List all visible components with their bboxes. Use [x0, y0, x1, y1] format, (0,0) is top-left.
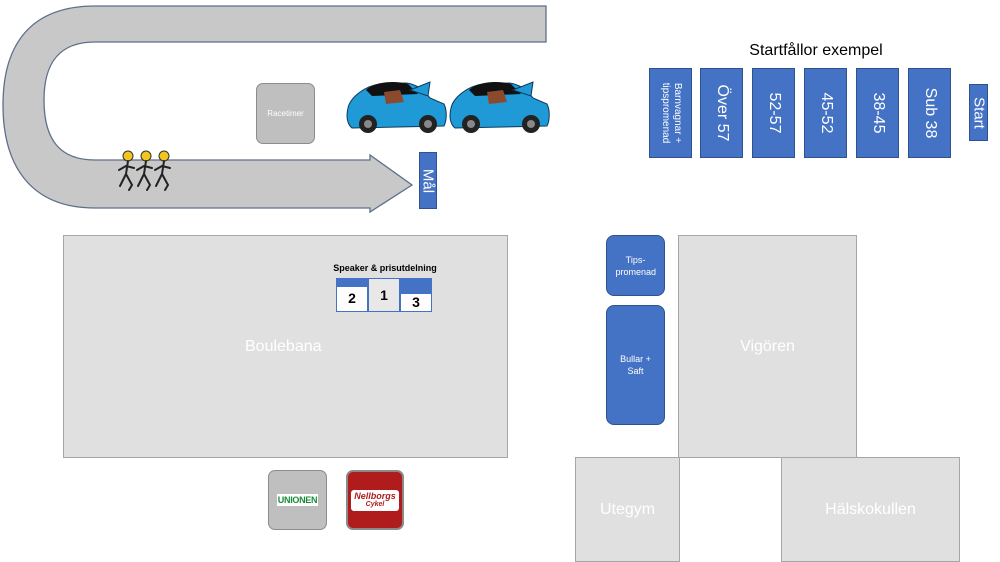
nellborgs-logo-subtext: Cykel — [365, 500, 385, 508]
racetimer-label: Racetimer — [267, 109, 304, 118]
tipspromenad-label: Tips-promenad — [615, 254, 657, 277]
podium-place-2 — [336, 278, 368, 312]
podium-place-3 — [400, 278, 432, 312]
car-icon — [449, 81, 550, 133]
runners-icon — [118, 150, 171, 191]
start-pen: 38-45 — [856, 68, 899, 158]
boulebana-area: Boulebana — [63, 235, 508, 458]
start-pen-label: 38-45 — [869, 92, 887, 134]
halskokullen-area: Hälskokullen — [781, 457, 960, 562]
start-label: Start — [970, 96, 987, 129]
podium-place-2-label: 2 — [348, 290, 356, 306]
nellborgs-logo: Nellborgs Cykel — [346, 470, 404, 530]
start-sign: Start — [969, 84, 988, 141]
tipspromenad-station: Tips-promenad — [606, 235, 665, 296]
car-icon — [346, 81, 447, 133]
unionen-logo-text: UNIONEN — [276, 494, 319, 506]
podium-place-3-label: 3 — [412, 294, 420, 310]
racetimer-box: Racetimer — [256, 83, 315, 144]
podium-place-1-label: 1 — [380, 287, 388, 303]
start-pens-title: Startfållor exempel — [749, 42, 883, 59]
podium-place-1 — [368, 278, 400, 312]
unionen-logo: UNIONEN — [268, 470, 327, 530]
podium-title: Speaker & prisutdelning — [333, 263, 437, 273]
finish-sign: Mål — [419, 152, 437, 209]
nellborgs-logo-text: Nellborgs — [354, 490, 396, 501]
podium: 2 1 3 — [336, 278, 432, 312]
vigoren-label: Vigören — [740, 338, 795, 355]
start-pen-label: Över 57 — [713, 84, 731, 142]
start-pen: Sub 38 — [908, 68, 951, 158]
start-pen-label: Barnvagnar + tipspromenad — [659, 82, 683, 144]
bullar-saft-station: Bullar + Saft — [606, 305, 665, 425]
halskokullen-label: Hälskokullen — [825, 501, 916, 518]
start-pen: Över 57 — [700, 68, 743, 158]
vigoren-area: Vigören — [678, 235, 857, 458]
start-pen: 45-52 — [804, 68, 847, 158]
finish-label: Mål — [419, 168, 437, 193]
race-track — [2, 5, 547, 214]
start-pen-label: 52-57 — [765, 92, 783, 134]
start-pen: Barnvagnar + tipspromenad — [649, 68, 692, 158]
start-pen-label: Sub 38 — [921, 87, 939, 139]
start-pen: 52-57 — [752, 68, 795, 158]
boulebana-label: Boulebana — [245, 338, 322, 355]
bullar-saft-label: Bullar + Saft — [620, 354, 651, 376]
utegym-label: Utegym — [599, 501, 656, 518]
utegym-area: Utegym — [575, 457, 680, 562]
start-pen-label: 45-52 — [817, 92, 835, 134]
